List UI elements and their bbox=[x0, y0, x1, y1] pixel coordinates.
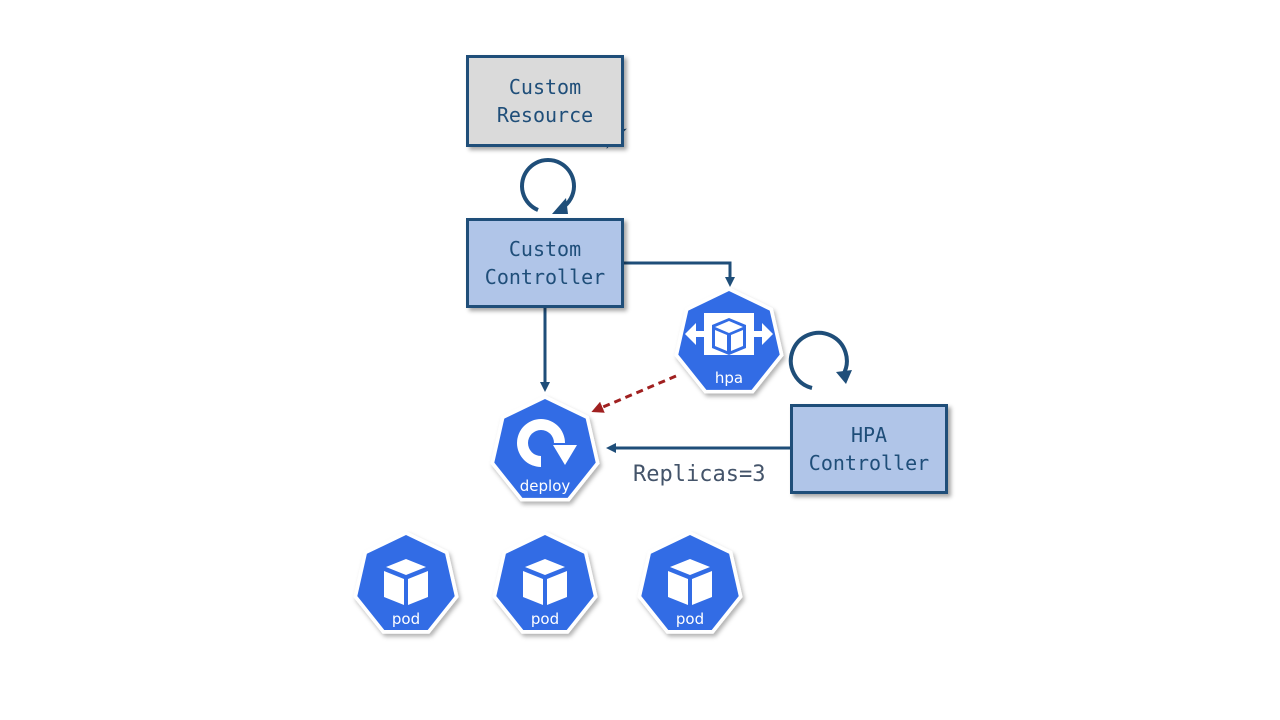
hpa-controller-line2: Controller bbox=[808, 451, 930, 475]
hpa-controller-line1: HPA bbox=[850, 423, 888, 447]
deploy-label: deploy bbox=[520, 477, 571, 495]
edge-hpa-to-deploy-dashed bbox=[591, 374, 677, 413]
pod-label: pod bbox=[531, 610, 559, 628]
hpa-controller-loop-icon bbox=[788, 330, 852, 390]
deploy-rotate-symbol bbox=[517, 419, 577, 473]
custom-controller-node: Custom Controller bbox=[466, 218, 624, 308]
pod-label: pod bbox=[392, 610, 420, 628]
pod-k8s-icon: pod bbox=[637, 531, 743, 634]
custom-resource-node: Custom Resource bbox=[466, 55, 624, 147]
hpa-k8s-icon: hpa bbox=[674, 287, 784, 394]
hpa-label: hpa bbox=[715, 369, 743, 387]
pod-cube-symbol bbox=[523, 559, 567, 605]
custom-controller-loop-icon bbox=[520, 158, 576, 214]
pod-cube-symbol bbox=[668, 559, 712, 605]
custom-controller-line2: Controller bbox=[484, 265, 606, 289]
hpa-cube-symbol bbox=[685, 313, 773, 355]
pod-k8s-icon: pod bbox=[492, 531, 598, 634]
custom-resource-line1: Custom bbox=[508, 75, 582, 99]
edge-custom-controller-to-hpa bbox=[624, 261, 735, 287]
hpa-controller-node: HPA Controller bbox=[790, 404, 948, 494]
pod-label: pod bbox=[676, 610, 704, 628]
deploy-k8s-icon: deploy bbox=[490, 395, 600, 502]
custom-resource-line2: Resource bbox=[496, 103, 594, 127]
pod-cube-symbol bbox=[384, 559, 428, 605]
custom-controller-line1: Custom bbox=[508, 237, 582, 261]
pod-k8s-icon: pod bbox=[353, 531, 459, 634]
replicas-edge-label: Replicas=3 bbox=[633, 462, 766, 487]
